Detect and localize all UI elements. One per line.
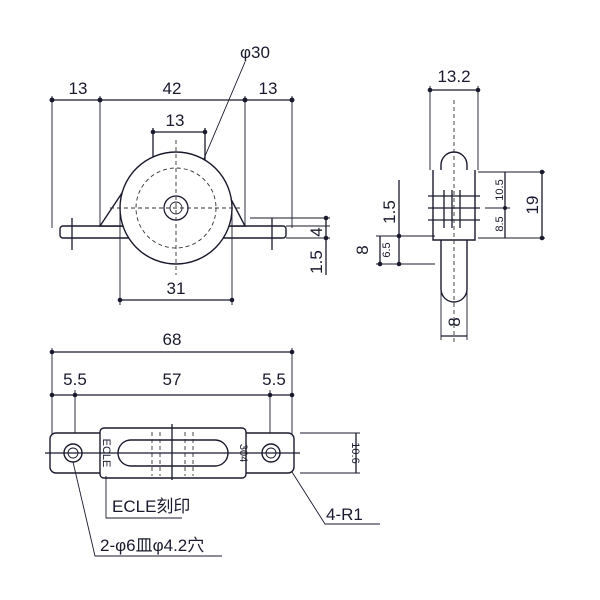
dim-side-width: 13.2 [437, 67, 470, 86]
leader-wheel-dia [199, 61, 246, 169]
dim-side-gap: 1.5 [380, 200, 399, 224]
dim-plate: 1.5 [307, 250, 326, 274]
leader-holes [72, 461, 222, 557]
bottom-view: 68 5.5 57 5.5 ECLE 304 10.6 ECLE刻印 2-φ6皿… [45, 330, 380, 557]
dim-side-total: 19 [523, 196, 542, 215]
dim-side-bottom: 8 [445, 317, 464, 326]
dim-width: 42 [163, 79, 182, 98]
dim-pitch: 57 [163, 370, 182, 389]
dim-wheel-dia: φ30 [240, 43, 270, 62]
side-view: 13.2 10.5 8.5 19 1.5 8 6.5 8 [353, 67, 545, 345]
extension-lines [51, 96, 293, 228]
dim-right: 13 [259, 79, 278, 98]
center-lines [110, 140, 242, 275]
dim-left-offset: 5.5 [63, 370, 87, 389]
dim-right-offset: 5.5 [262, 370, 286, 389]
note-radius: 4-R1 [326, 505, 363, 524]
leader-radius [291, 471, 380, 525]
dim-height: 4 [307, 227, 326, 236]
front-view: 13 42 13 13 φ30 31 4 1.5 [49, 43, 330, 305]
leader-stamp [105, 476, 182, 519]
dim-side-lower: 8.5 [494, 216, 506, 231]
mark-ecle: ECLE [100, 439, 112, 468]
dim-total: 68 [163, 330, 182, 349]
dim-top-tab: 13 [166, 111, 185, 130]
dim-side-left: 8 [353, 245, 372, 254]
note-stamp: ECLE刻印 [112, 497, 190, 516]
dim-left: 13 [69, 79, 88, 98]
dim-wheel-width: 31 [167, 279, 186, 298]
mark-material: 304 [237, 444, 249, 462]
note-holes: 2-φ6皿φ4.2穴 [100, 536, 204, 555]
hole-centers [71, 218, 273, 250]
dim-height-bottom: 10.6 [349, 442, 361, 463]
dim-side-small: 6.5 [381, 242, 393, 257]
dim-side-upper: 10.5 [494, 179, 506, 200]
